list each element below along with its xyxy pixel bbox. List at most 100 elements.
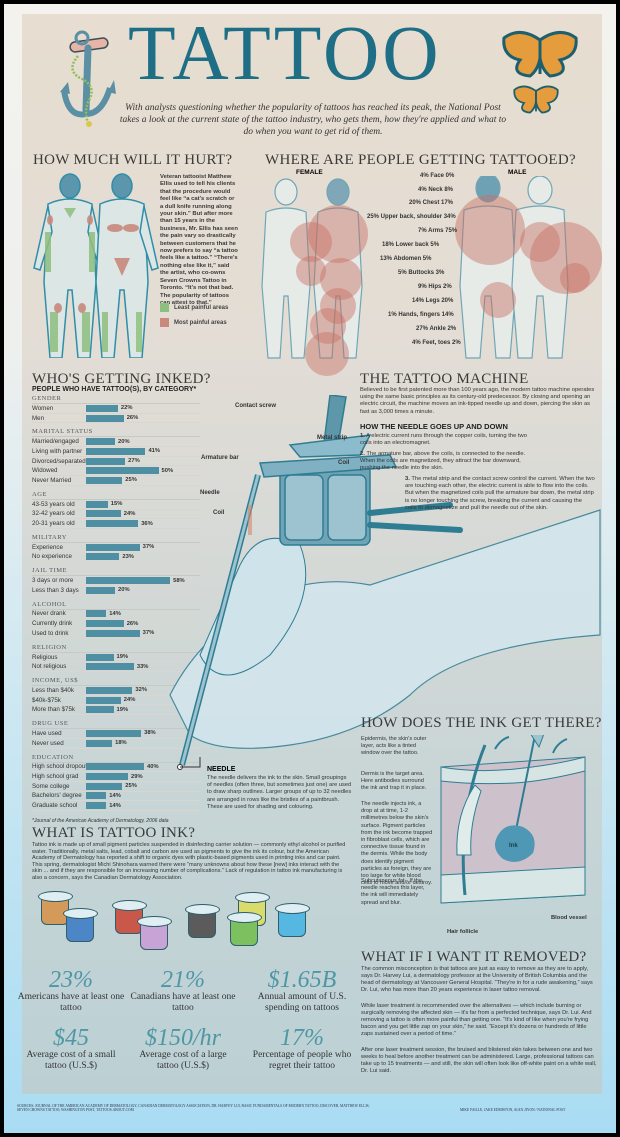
blood-vessel-label: Blood vessel (551, 915, 587, 921)
needle-callout-heading: NEEDLE (207, 766, 236, 773)
blob-m-hands (560, 263, 590, 293)
bar-label: Have used (32, 729, 62, 737)
bar-value: 24% (123, 510, 136, 517)
step-text: The metal strip and the contact screw co… (405, 476, 595, 511)
bar-value: 37% (142, 544, 155, 551)
bar (86, 457, 126, 465)
bar (86, 577, 171, 585)
step-1: 1. A electric current runs through the c… (360, 433, 530, 447)
bar-value: 23% (122, 553, 134, 560)
stat-number: 23% (49, 967, 93, 993)
blob-m-chest (520, 222, 560, 262)
anchor-icon (60, 30, 116, 127)
bar-label: Men (32, 414, 45, 422)
where-heading: WHERE ARE PEOPLE GETTING TATTOOED? (265, 152, 576, 168)
bar-row: Currently drink 26% (32, 619, 200, 629)
bar-value: 19% (116, 706, 129, 713)
butterfly-icon (502, 31, 578, 78)
bar-group-label: AGE (32, 491, 200, 500)
bar-label: Less than $40k (32, 686, 74, 694)
stat-caption: Canadians have at least one tattoo (130, 992, 236, 1013)
bar-label: Never used (32, 739, 64, 747)
bar-label: Currently drink (32, 620, 73, 628)
where-row: 4% Feet, toes 2% (412, 340, 461, 346)
step-number: 2. (360, 451, 365, 457)
bar (86, 629, 140, 637)
bar (86, 802, 107, 810)
bar-value: 26% (126, 620, 139, 627)
bar (86, 610, 107, 618)
where-row: 9% Hips 2% (418, 284, 452, 290)
bar-value: 29% (131, 773, 143, 780)
bar-label: 20-31 years old (32, 520, 75, 528)
bar-label: High school dropout (32, 763, 86, 771)
blob-m-back (455, 195, 525, 265)
bar-label: Bachelors' degree (32, 792, 82, 800)
bar-group-label: RELIGION (32, 644, 200, 653)
ink-pot-cyan (275, 903, 310, 937)
bar (86, 729, 142, 737)
machine-intro: Believed to be first patented more than … (360, 387, 595, 415)
bar-label: Never Married (32, 476, 72, 484)
pain-body-diagram (33, 173, 159, 358)
label-armature-bar: Armature bar (201, 455, 239, 461)
bar (86, 739, 113, 747)
step-number: 3. (405, 476, 410, 482)
bar-label: 32-42 years old (32, 510, 75, 518)
bar-label: Experience (32, 543, 63, 551)
bar-value: 38% (144, 730, 156, 737)
bar-value: 26% (126, 415, 139, 422)
bar (86, 543, 140, 551)
footer-credits: MIKE FAILLE, JAKE EDMISTON, ALEX JIYON /… (460, 1108, 566, 1112)
bar-label: Graduate school (32, 802, 78, 810)
stat-caption: Average cost of a small tattoo (U.S.$) (26, 1050, 116, 1071)
stat-number: 21% (161, 967, 205, 993)
where-row: 5% Buttocks 3% (398, 270, 445, 276)
legend-least: Least painful areas (160, 303, 228, 312)
bar-group-label: MILITARY (32, 534, 200, 543)
removal-paragraph-1: The common misconception is that tattoos… (361, 966, 593, 993)
stat-number: 17% (280, 1025, 324, 1051)
blob-f-lowback (320, 258, 362, 300)
bar-row: 32-42 years old 24% (32, 510, 200, 520)
stat-caption: Average cost of a large tattoo (U.S.$) (139, 1050, 227, 1071)
blob-f-ankle (305, 332, 349, 376)
bar-row: Experience 37% (32, 543, 200, 553)
ink-pot-black (185, 904, 220, 938)
machine-heading: THE TATTOO MACHINE (360, 371, 529, 387)
bar-group-label: ALCOHOL (32, 601, 200, 610)
stat-number: $1.65B (267, 967, 337, 993)
bar-value: 20% (118, 438, 130, 445)
bar (86, 620, 124, 628)
bar (86, 510, 121, 518)
stat-number: $150/hr (144, 1025, 221, 1051)
tattoo-machine-illustration (169, 395, 601, 770)
female-male-figures (261, 176, 569, 359)
bar (86, 447, 146, 455)
bar-label: Not religious (32, 663, 67, 671)
epidermis-text: Epidermis, the skin's outer layer, acts … (361, 736, 427, 757)
bar-value: 15% (110, 501, 123, 508)
ink-pot-green (227, 912, 262, 946)
bar-value: 14% (109, 610, 121, 617)
label-needle: Needle (200, 490, 220, 496)
blob-m-arms (530, 222, 602, 294)
bar-group-label: INCOME, US$ (32, 677, 200, 687)
blob-f-legs (310, 308, 346, 344)
bar-value: 27% (128, 458, 140, 465)
bar (86, 586, 115, 594)
bar-label: Religious (32, 653, 58, 661)
legend-least-label: Least painful areas (174, 304, 229, 311)
